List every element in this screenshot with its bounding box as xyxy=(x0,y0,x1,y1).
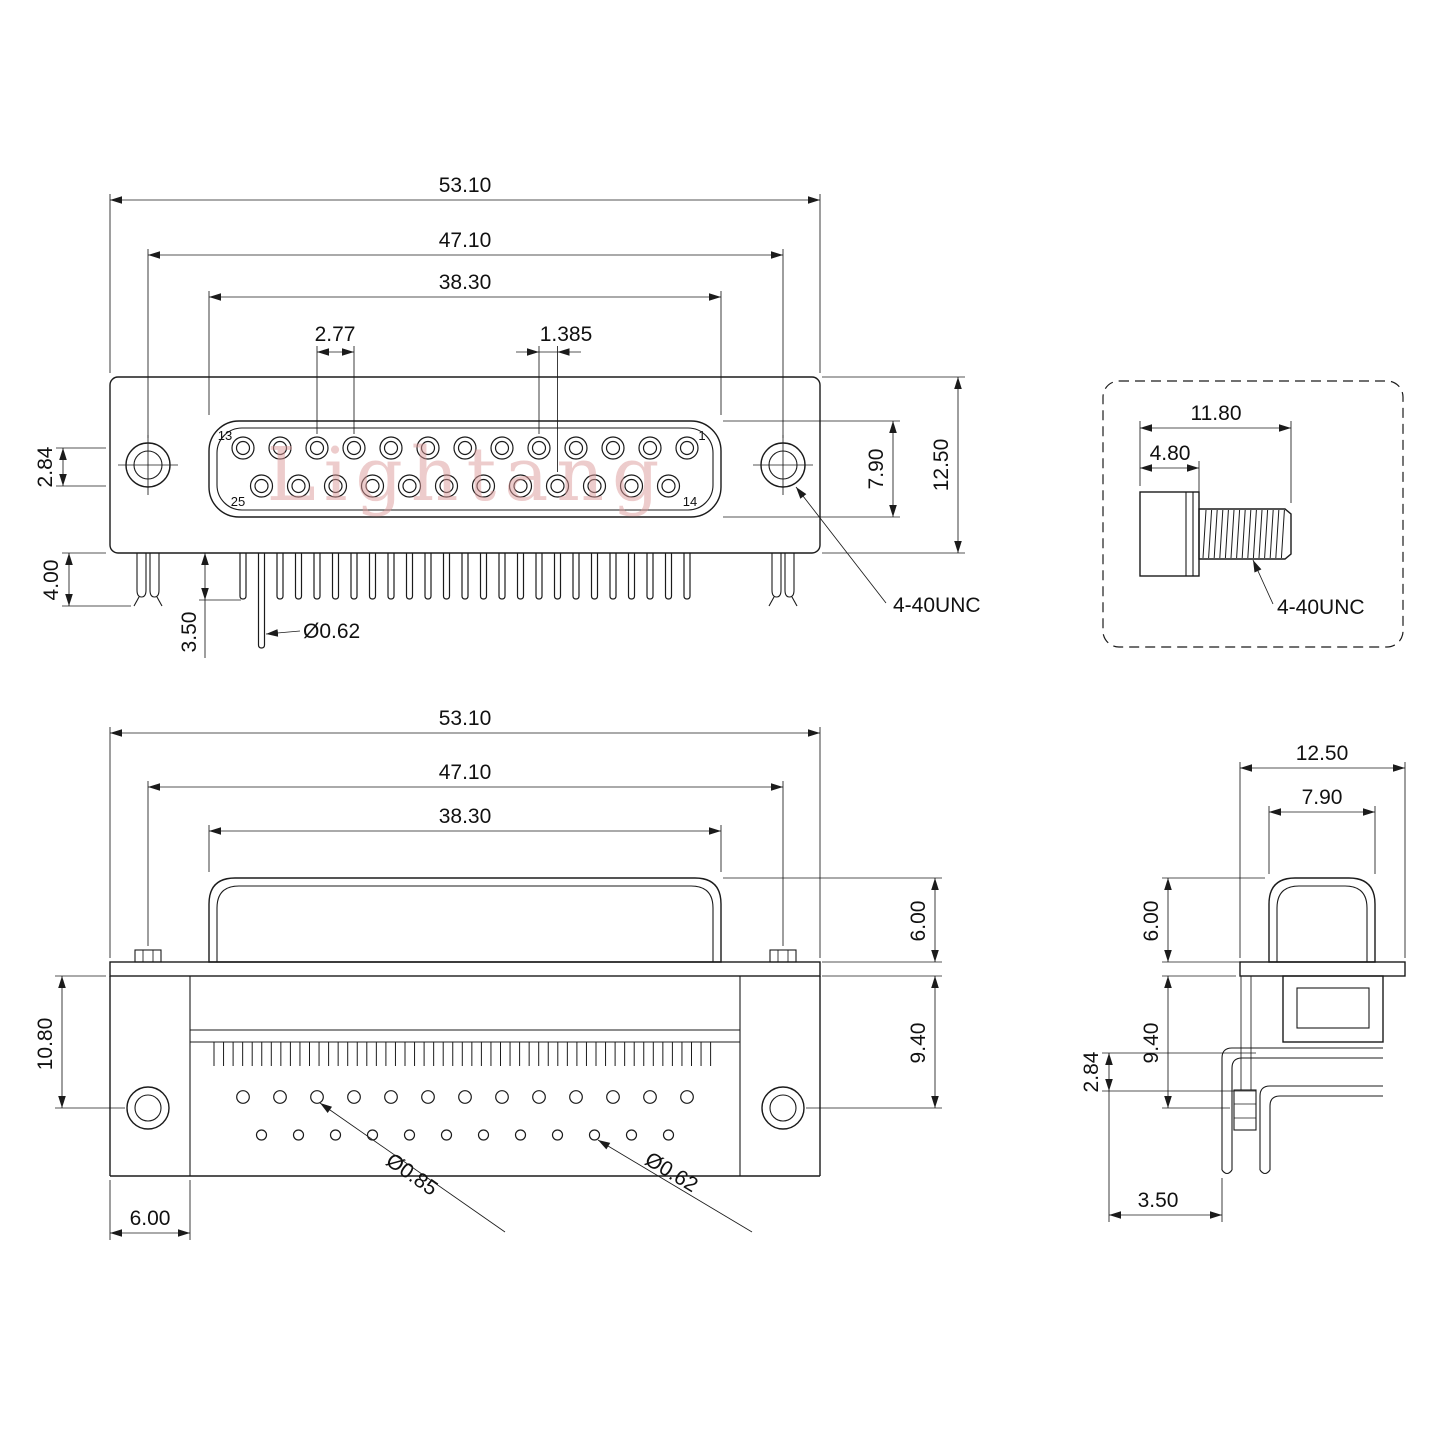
front-left-screw-hole xyxy=(118,435,178,495)
label-front-thread: 4-40UNC xyxy=(893,594,981,617)
rear-right-mount-hole xyxy=(761,1086,805,1130)
pin-label-13: 13 xyxy=(218,428,232,443)
dim-front-3-50: 3.50 xyxy=(178,612,201,653)
dim-rear-38-30: 38.30 xyxy=(439,805,492,828)
side-body-inner xyxy=(1296,987,1370,1029)
rear-left-mount-hole xyxy=(126,1086,170,1130)
rear-shell-inner xyxy=(216,885,714,963)
dim-front-38-30: 38.30 xyxy=(439,271,492,294)
dim-front-1-385: 1.385 xyxy=(540,323,593,346)
dim-rear-9-40: 9.40 xyxy=(907,1023,930,1064)
dim-side-6-00: 6.00 xyxy=(1140,901,1163,942)
dim-front-53-10: 53.10 xyxy=(439,174,492,197)
label-screw-thread: 4-40UNC xyxy=(1277,596,1365,619)
front-dsub-opening-outer xyxy=(208,420,722,518)
side-board-lock-clip xyxy=(1233,976,1257,1131)
dim-rear-dia-0-85: Ø0.85 xyxy=(382,1149,442,1201)
rear-right-tab xyxy=(769,949,797,963)
front-flange-outline xyxy=(109,376,821,554)
dim-front-2-84: 2.84 xyxy=(34,446,57,487)
pin-label-25: 25 xyxy=(231,494,245,509)
dim-rear-6-00-bottom: 6.00 xyxy=(130,1207,171,1230)
side-flange-plate xyxy=(1239,961,1406,977)
side-bent-pins xyxy=(1221,1047,1383,1175)
rear-left-tab xyxy=(134,949,162,963)
screw-detail-view: 11.80 4.80 4-40UNC xyxy=(1102,380,1404,648)
rear-view: 53.10 47.10 38.30 10.80 6.00 9.40 6.00 Ø… xyxy=(34,707,942,1240)
dim-front-dia-0-62: Ø0.62 xyxy=(303,620,360,643)
front-right-clip xyxy=(768,553,798,607)
dim-side-2-84: 2.84 xyxy=(1080,1051,1103,1092)
dim-rear-dia-0-62: Ø0.62 xyxy=(641,1148,702,1197)
pin-label-14: 14 xyxy=(683,494,697,509)
dim-front-12-50: 12.50 xyxy=(930,439,953,492)
dim-rear-6-00-top: 6.00 xyxy=(907,901,930,942)
front-solder-pins xyxy=(239,553,691,649)
front-dsub-opening-inner xyxy=(216,427,714,511)
dim-screw-11-80: 11.80 xyxy=(1191,402,1242,425)
dim-rear-47-10: 47.10 xyxy=(439,761,492,784)
watermark-text: Lightang xyxy=(267,432,668,518)
dim-rear-53-10: 53.10 xyxy=(439,707,492,730)
dim-rear-10-80: 10.80 xyxy=(34,1018,57,1071)
side-shell-inner xyxy=(1276,885,1368,963)
rear-flange-plate xyxy=(109,961,821,977)
dim-front-2-77: 2.77 xyxy=(315,323,356,346)
dim-side-12-50: 12.50 xyxy=(1296,742,1349,765)
pin-label-1: 1 xyxy=(698,428,705,443)
rear-shell-outer xyxy=(208,877,722,963)
screw-thread-shaft xyxy=(1198,508,1292,560)
dim-front-47-10: 47.10 xyxy=(439,229,492,252)
front-right-screw-hole xyxy=(753,435,813,495)
screw-thread-hatch xyxy=(1202,509,1285,559)
dim-front-7-90: 7.90 xyxy=(865,449,888,490)
front-left-clip xyxy=(133,553,163,607)
screw-head xyxy=(1139,491,1200,577)
front-view: 13 1 25 14 53.10 47.10 38.30 2.77 1.385 xyxy=(34,174,981,658)
rear-pin-holes xyxy=(236,1090,694,1141)
dim-front-4-00: 4.00 xyxy=(40,560,63,601)
dim-side-7-90: 7.90 xyxy=(1302,786,1343,809)
dim-screw-4-80: 4.80 xyxy=(1150,442,1191,465)
side-body xyxy=(1282,975,1384,1043)
front-contact-holes xyxy=(231,436,699,498)
dim-side-3-50: 3.50 xyxy=(1138,1189,1179,1212)
dim-side-9-40: 9.40 xyxy=(1140,1023,1163,1064)
rear-insulator-comb xyxy=(213,1042,712,1066)
detail-frame xyxy=(1102,380,1404,648)
side-view: 12.50 7.90 6.00 9.40 2.84 3.50 xyxy=(1080,742,1406,1222)
side-shell-outer xyxy=(1268,877,1376,963)
